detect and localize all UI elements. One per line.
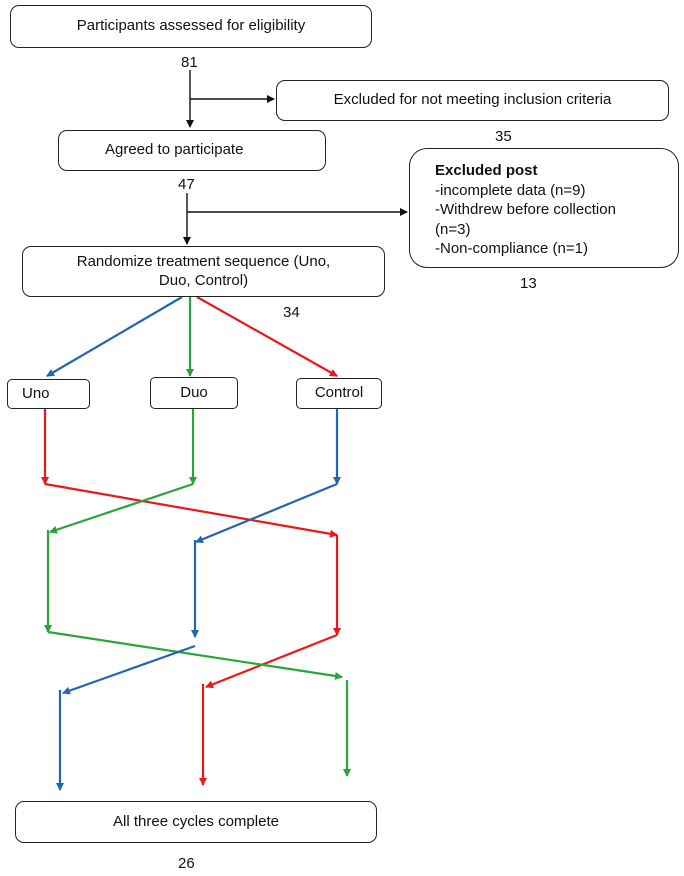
excluded-post-line: (n=3): [435, 220, 471, 238]
duo-box: Duo: [150, 377, 238, 409]
excluded-post-count: 13: [520, 275, 537, 292]
excluded-post-line: -Withdrew before collection: [435, 201, 616, 218]
agreed-count: 47: [178, 176, 195, 193]
red-path-2: [44, 482, 338, 538]
excluded-post-line: -Non-compliance (n=1): [435, 240, 588, 257]
arrow-to-uno: [46, 296, 183, 377]
green-path-4: [47, 630, 343, 680]
agreed-label: Agreed to participate: [105, 141, 244, 159]
eligibility-box: Participants assessed for eligibility: [10, 5, 372, 48]
duo-label: Duo: [180, 383, 208, 401]
excluded-inclusion-label: Excluded for not meeting inclusion crite…: [333, 91, 612, 109]
excluded-post-title: Excluded post: [435, 162, 538, 179]
excluded-post-line: -incomplete data (n=9): [435, 181, 586, 199]
complete-label: All three cycles complete: [113, 812, 279, 830]
control-label: Control: [314, 384, 364, 402]
complete-box: All three cycles complete: [15, 801, 377, 843]
control-box: Control: [296, 378, 382, 409]
randomize-label: Randomize treatment sequence (Uno, Duo, …: [76, 252, 331, 289]
uno-box: Uno: [7, 379, 90, 409]
red-path-4: [205, 633, 338, 689]
randomized-count: 34: [283, 304, 300, 321]
eligibility-label: Participants assessed for eligibility: [76, 17, 306, 35]
excluded-inclusion-box: Excluded for not meeting inclusion crite…: [276, 80, 669, 121]
agreed-box: Agreed to participate: [58, 130, 326, 171]
blue-path-2: [195, 482, 338, 544]
green-path-2: [49, 482, 194, 534]
complete-count: 26: [178, 855, 195, 872]
assessed-count: 81: [181, 54, 198, 71]
excluded-post-box: Excluded post -incomplete data (n=9) -Wi…: [409, 148, 679, 268]
excluded-inclusion-count: 35: [495, 128, 512, 145]
arrow-to-control: [196, 296, 338, 377]
randomize-box: Randomize treatment sequence (Uno, Duo, …: [22, 246, 385, 297]
uno-label: Uno: [22, 384, 50, 402]
blue-path-4: [62, 644, 196, 695]
